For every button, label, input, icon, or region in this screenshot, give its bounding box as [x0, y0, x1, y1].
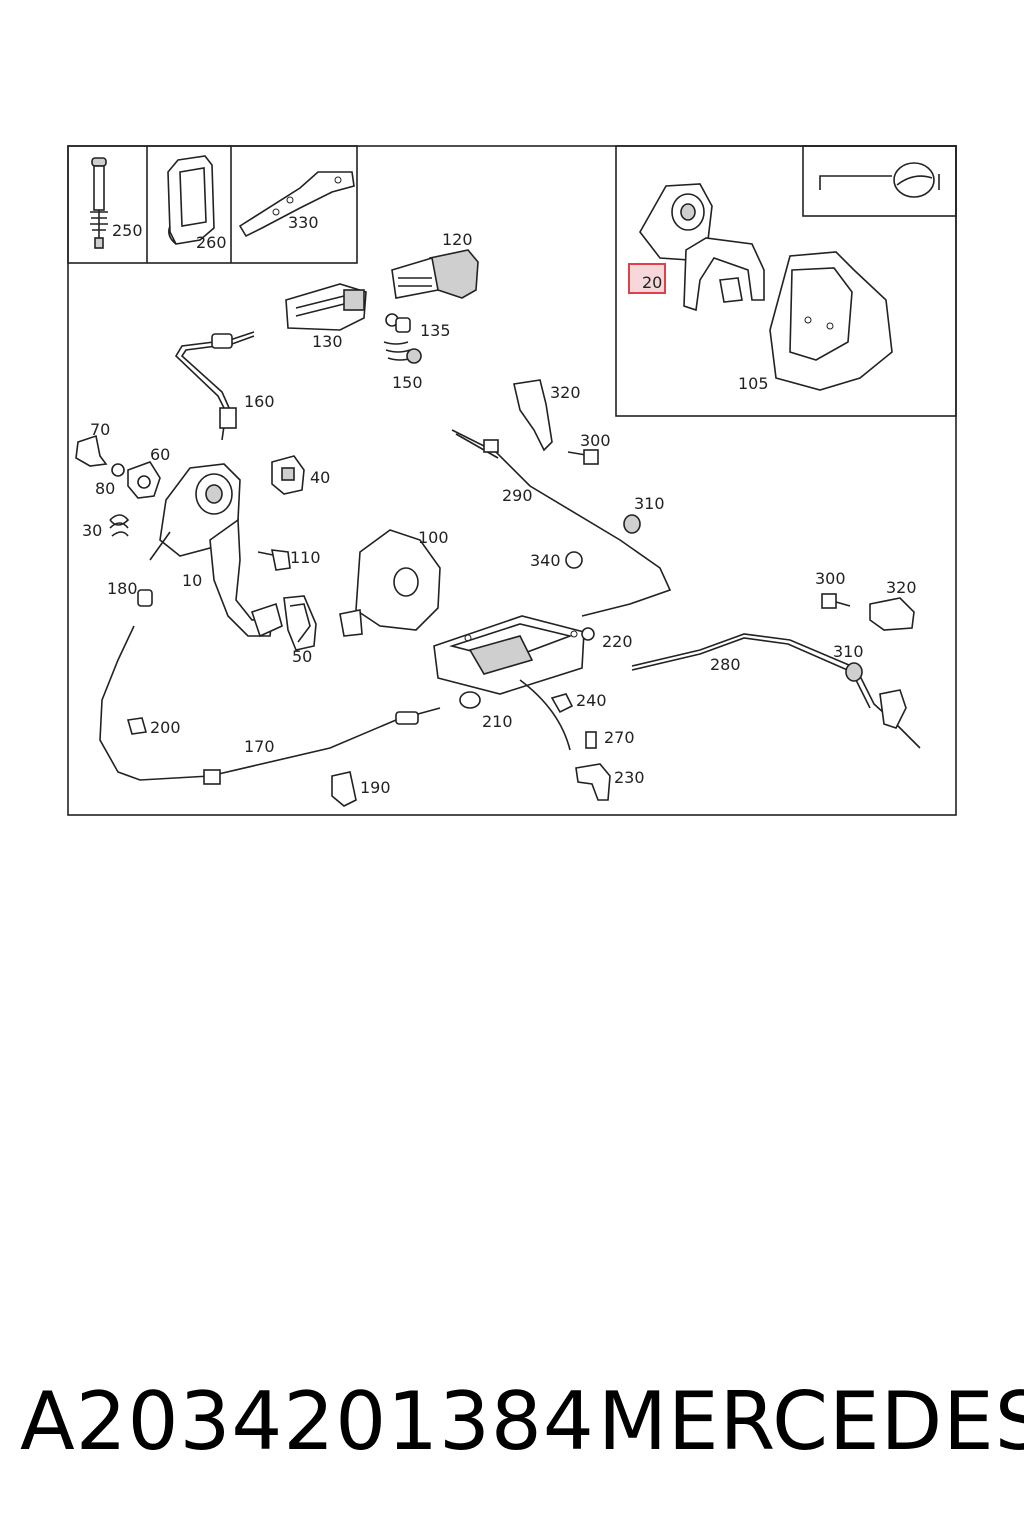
part-number: A2034201384 — [20, 1375, 595, 1468]
part-135-screw — [385, 313, 411, 333]
part-280-end-bracket — [879, 689, 907, 729]
label-240: 240 — [576, 691, 607, 710]
part-170-cable — [99, 625, 441, 785]
part-30-spring — [109, 514, 130, 537]
label-210: 210 — [482, 712, 513, 731]
label-320-lower: 320 — [886, 578, 917, 597]
label-290: 290 — [502, 486, 533, 505]
part-40-mount — [271, 455, 305, 495]
part-340-bushing — [565, 551, 583, 569]
label-50: 50 — [292, 647, 312, 666]
label-160: 160 — [244, 392, 275, 411]
part-250-pin — [90, 157, 108, 249]
part-210-base-plate — [433, 615, 585, 709]
part-70-cap — [75, 434, 108, 467]
label-300-lower: 300 — [815, 569, 846, 588]
part-230-bracket — [575, 763, 611, 801]
main-frame — [67, 145, 957, 816]
label-40: 40 — [310, 468, 330, 487]
part-110-bolt — [257, 549, 291, 571]
part-200-clip — [126, 717, 148, 735]
part-260-clip — [167, 155, 215, 245]
part-80-washer — [111, 463, 125, 477]
brand-name: MERCEDES — [598, 1375, 1024, 1468]
label-10: 10 — [182, 571, 202, 590]
part-270-stud — [585, 731, 597, 749]
highlight-box-20 — [628, 263, 666, 294]
label-300-upper: 300 — [580, 431, 611, 450]
inset-box-steering-symbol — [802, 145, 957, 217]
inset-box-variant — [615, 145, 957, 417]
label-270: 270 — [604, 728, 635, 747]
part-120-pedal-switch — [391, 249, 479, 299]
part-300-bolt-lower — [821, 593, 851, 609]
label-100: 100 — [418, 528, 449, 547]
label-30: 30 — [82, 521, 102, 540]
label-220: 220 — [602, 632, 633, 651]
part-310-bushing-lower — [845, 662, 863, 682]
part-130-sensor — [285, 283, 367, 331]
label-105: 105 — [738, 374, 769, 393]
part-150-spring — [383, 341, 422, 364]
parts-diagram: 250 260 330 120 135 130 150 160 70 60 80… — [67, 145, 957, 816]
label-250: 250 — [112, 221, 143, 240]
part-100-housing — [339, 529, 441, 637]
caption: A2034201384 MERCEDES — [20, 1372, 1024, 1472]
label-135: 135 — [420, 321, 451, 340]
label-120: 120 — [442, 230, 473, 249]
label-180: 180 — [107, 579, 138, 598]
part-160-rod — [174, 331, 255, 441]
part-60-bushing — [127, 461, 161, 499]
label-280: 280 — [710, 655, 741, 674]
steering-wheel-symbol — [819, 162, 940, 198]
part-180-clip — [137, 589, 153, 607]
part-330-bracket — [238, 171, 355, 238]
label-310-lower: 310 — [833, 642, 864, 661]
label-320-upper: 320 — [550, 383, 581, 402]
label-340: 340 — [530, 551, 561, 570]
part-105-cover — [769, 251, 893, 391]
part-290-cable — [451, 429, 672, 617]
part-220-nut — [581, 627, 595, 641]
part-50-pedal-pad — [283, 595, 317, 651]
label-260: 260 — [196, 233, 227, 252]
label-110: 110 — [290, 548, 321, 567]
part-10-brake-pedal — [149, 463, 283, 638]
part-190-holder — [331, 771, 357, 807]
label-310-upper: 310 — [634, 494, 665, 513]
part-320-bracket-upper — [513, 379, 553, 452]
label-60: 60 — [150, 445, 170, 464]
label-150: 150 — [392, 373, 423, 392]
part-300-bolt-upper — [567, 449, 599, 465]
label-200: 200 — [150, 718, 181, 737]
part-320-bracket-lower — [869, 597, 915, 631]
label-80: 80 — [95, 479, 115, 498]
part-240-nut — [550, 693, 574, 714]
label-330: 330 — [288, 213, 319, 232]
inset-box-small-parts — [67, 145, 358, 264]
label-20: 20 — [642, 273, 662, 292]
label-170: 170 — [244, 737, 275, 756]
label-130: 130 — [312, 332, 343, 351]
part-20-pedal-variant — [639, 183, 765, 312]
label-230: 230 — [614, 768, 645, 787]
part-310-bushing-upper — [623, 514, 641, 534]
label-70: 70 — [90, 420, 110, 439]
label-190: 190 — [360, 778, 391, 797]
part-280-cable — [631, 633, 921, 749]
